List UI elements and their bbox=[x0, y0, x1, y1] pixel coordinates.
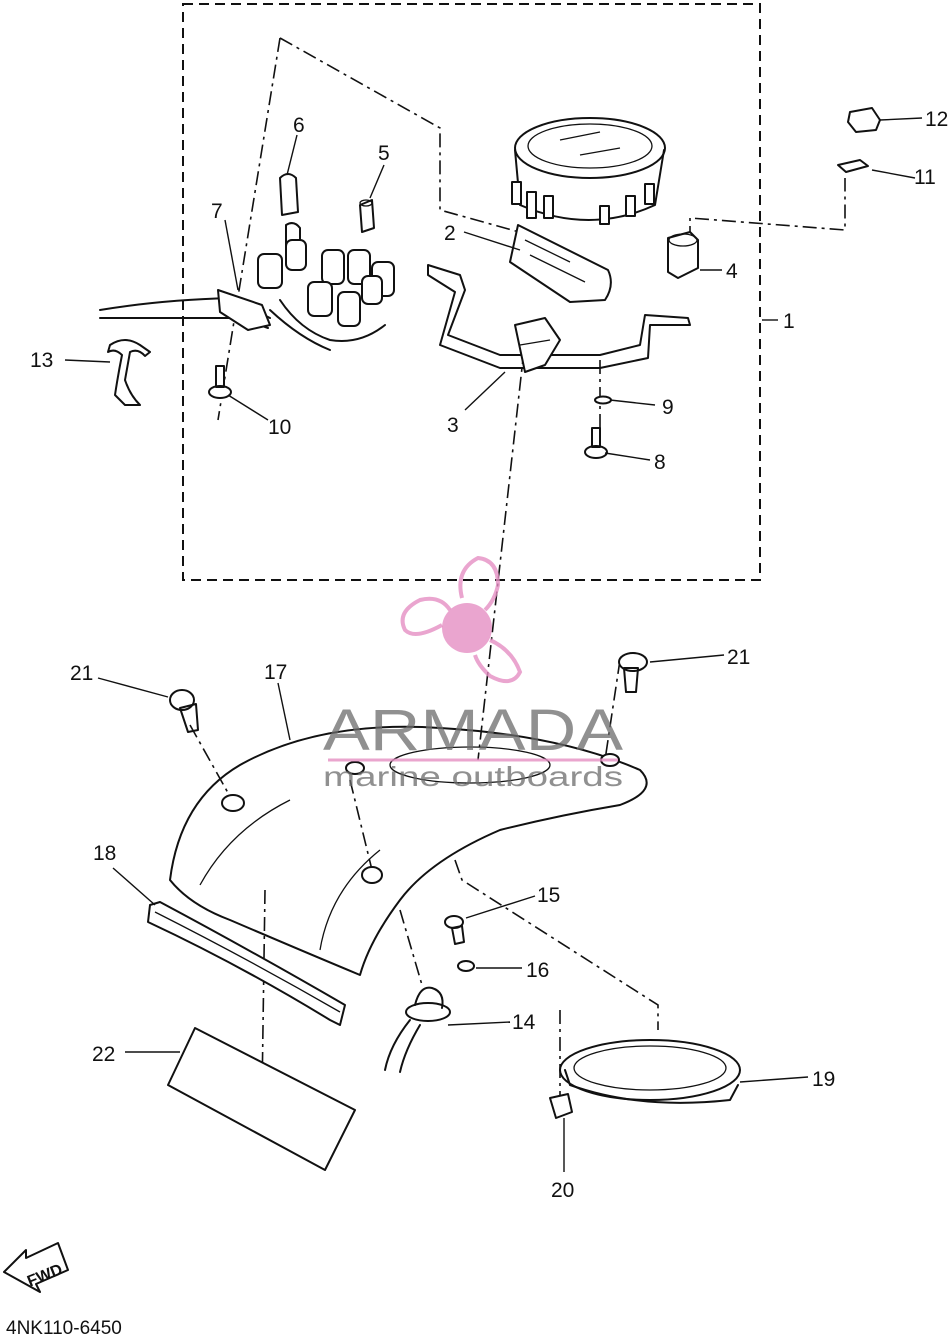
grommet bbox=[667, 231, 699, 279]
callout-14: 14 bbox=[512, 1011, 536, 1034]
screw-10 bbox=[208, 365, 232, 399]
callout-3: 3 bbox=[447, 414, 459, 437]
callout-22: 22 bbox=[92, 1043, 115, 1066]
callout-8: 8 bbox=[654, 451, 666, 474]
propeller-blade-left bbox=[400, 596, 452, 636]
propeller-blade-top bbox=[458, 555, 501, 612]
callout-13: 13 bbox=[30, 349, 53, 372]
screw-21-right bbox=[618, 652, 648, 693]
bulb-5 bbox=[359, 199, 375, 233]
fwd-arrow-outline bbox=[3, 1242, 69, 1293]
callout-9: 9 bbox=[662, 396, 674, 419]
callout-1: 1 bbox=[783, 310, 795, 333]
callout-17: 17 bbox=[264, 661, 287, 684]
callout-12: 12 bbox=[925, 108, 948, 131]
propeller-hub bbox=[442, 603, 492, 653]
screw-15 bbox=[444, 915, 465, 945]
cable-clamp bbox=[107, 339, 151, 406]
switch bbox=[384, 986, 451, 1073]
callout-21-left: 21 bbox=[70, 662, 93, 685]
propeller-blade-right bbox=[473, 638, 523, 684]
forward-direction-arrow: FWD bbox=[3, 1242, 69, 1293]
callout-19: 19 bbox=[812, 1068, 835, 1091]
callout-labels: 1 2 3 4 5 6 7 8 9 10 11 12 13 14 15 16 1… bbox=[30, 108, 948, 1202]
indicator-panel bbox=[509, 224, 612, 303]
speedometer-gauge bbox=[511, 117, 666, 225]
trim-strip bbox=[147, 901, 346, 1026]
screw-21-left bbox=[169, 689, 199, 733]
clip bbox=[549, 1093, 573, 1119]
callout-7: 7 bbox=[211, 200, 223, 223]
callout-21-right: 21 bbox=[727, 646, 750, 669]
watermark: ARMADA marine outboards bbox=[323, 555, 623, 792]
callout-20: 20 bbox=[551, 1179, 574, 1202]
callout-15: 15 bbox=[537, 884, 560, 907]
screw-8 bbox=[584, 427, 608, 459]
meter-bracket bbox=[427, 264, 691, 373]
socket-harness bbox=[99, 239, 395, 351]
callout-leaders bbox=[64, 117, 923, 1172]
callout-2: 2 bbox=[444, 222, 456, 245]
assembly-frame bbox=[182, 3, 778, 581]
callout-16: 16 bbox=[526, 959, 549, 982]
washer-9 bbox=[594, 395, 612, 405]
watermark-tagline: marine outboards bbox=[323, 761, 623, 792]
watermark-brand: ARMADA bbox=[323, 698, 623, 763]
callout-11: 11 bbox=[914, 166, 936, 189]
washer-11 bbox=[837, 159, 869, 173]
callout-5: 5 bbox=[378, 142, 390, 165]
callout-10: 10 bbox=[268, 416, 291, 439]
nut-12 bbox=[847, 107, 881, 133]
propeller-logo bbox=[400, 555, 523, 684]
callout-18: 18 bbox=[93, 842, 116, 865]
pad bbox=[167, 1027, 356, 1171]
washer-16 bbox=[457, 960, 475, 972]
diagram-code: 4NK110-6450 bbox=[6, 1318, 122, 1339]
callout-4: 4 bbox=[726, 260, 738, 283]
alignment-lines bbox=[189, 37, 846, 1100]
callout-6: 6 bbox=[293, 114, 305, 137]
trim-ring bbox=[559, 1039, 741, 1104]
